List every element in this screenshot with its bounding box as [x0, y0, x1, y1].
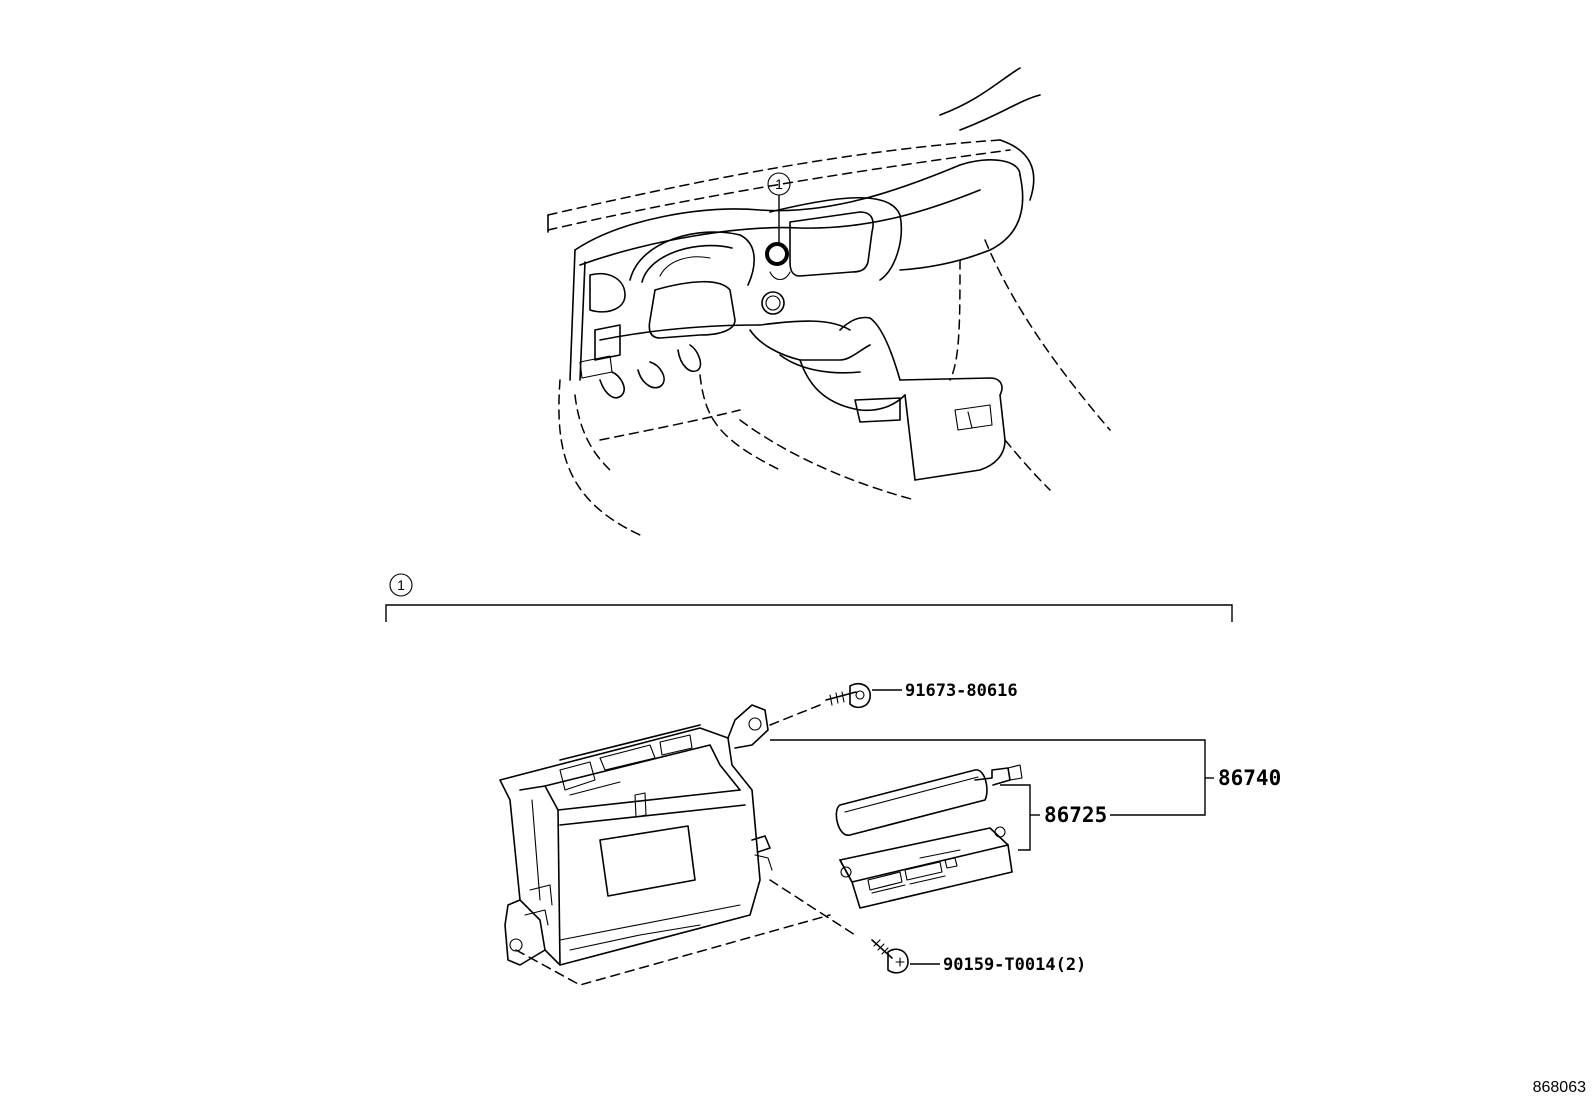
ecu-assembly: [499, 704, 773, 966]
assembly-bracket: [770, 739, 1206, 816]
receiver-bracket: [1000, 784, 1031, 851]
part-number-receiver: 86725: [1044, 803, 1107, 827]
screw-top-icon: [825, 682, 871, 709]
part-number-bolt-bottom: 90159-T0014(2): [943, 955, 1086, 975]
lower-mount-line: [515, 914, 831, 986]
bolt-bottom-icon: [871, 939, 909, 974]
receiver-module: [835, 764, 1023, 909]
group-bracket: 1: [385, 573, 1233, 622]
bolt-mount-line: [769, 879, 856, 936]
part-number-screw-top: 91673-80616: [905, 681, 1018, 701]
location-callout-number: 1: [775, 176, 783, 192]
dashboard-illustration: 1: [547, 67, 1111, 536]
screw-top-mount-line: [769, 704, 821, 726]
group-callout-number: 1: [397, 577, 405, 593]
diagram-reference: 868063: [1533, 1079, 1586, 1096]
part-number-assembly: 86740: [1218, 766, 1281, 790]
